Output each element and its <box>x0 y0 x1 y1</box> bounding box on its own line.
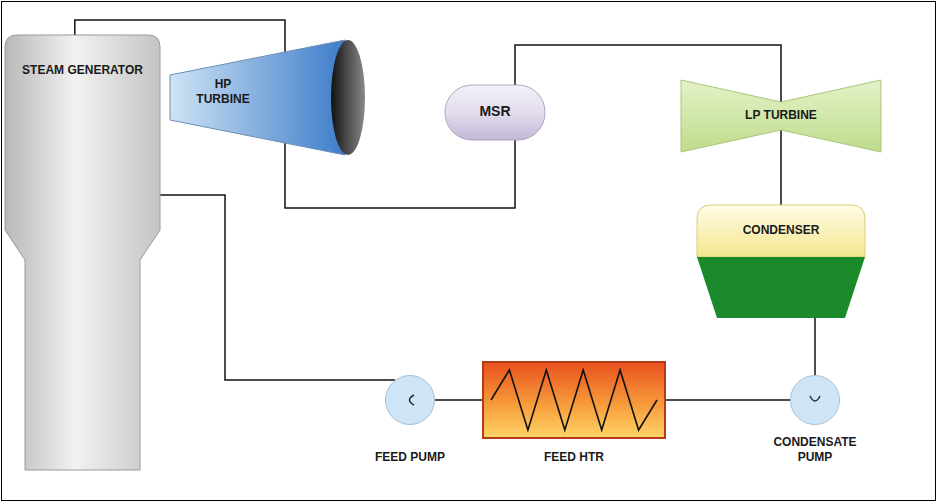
condenser: CONDENSER <box>697 205 865 318</box>
node-label: MSR <box>445 104 545 119</box>
node-label: STEAM GENERATOR <box>15 63 150 78</box>
condenser-shape <box>697 205 865 318</box>
node-label: CONDENSATE PUMP <box>770 435 860 465</box>
hp-turbine: HP TURBINE <box>170 40 365 155</box>
node-label: FEED HTR <box>483 450 665 465</box>
pipe-line <box>435 399 483 401</box>
msr-vessel: MSR <box>445 85 545 140</box>
feed-heater: FEED HTR <box>483 362 665 438</box>
steam-generator-shape <box>5 35 160 470</box>
node-label: LP TURBINE <box>681 108 881 123</box>
feed-pump: FEED PUMP <box>385 375 435 425</box>
feed-heater-shape <box>483 362 665 438</box>
node-label: HP TURBINE <box>188 77 258 107</box>
pipe-line <box>780 130 782 205</box>
node-label: CONDENSER <box>697 223 865 238</box>
condensate-pump-shape <box>790 375 840 425</box>
pipe-line <box>814 318 816 375</box>
feed-pump-shape <box>385 375 435 425</box>
pipe-line <box>665 399 790 401</box>
pipe-line <box>160 195 395 380</box>
lp-turbine: LP TURBINE <box>681 80 881 152</box>
node-label: FEED PUMP <box>360 450 460 465</box>
steam-generator: STEAM GENERATOR <box>5 35 160 470</box>
condensate-pump: CONDENSATE PUMP <box>790 375 840 425</box>
